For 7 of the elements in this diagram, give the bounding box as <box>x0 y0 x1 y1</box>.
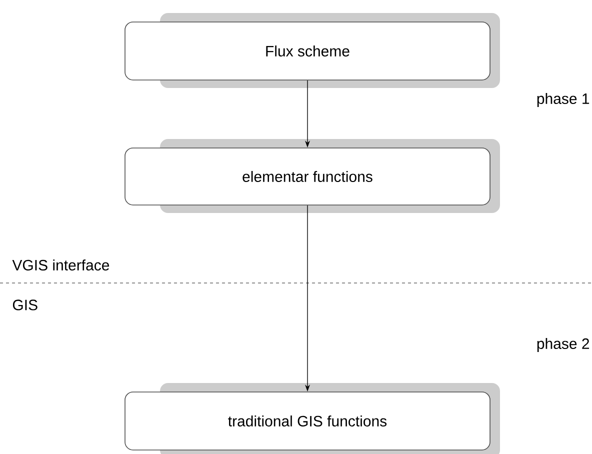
label-text: phase 1 <box>537 93 590 107</box>
process-box: Flux scheme <box>124 13 500 88</box>
label-text: GIS <box>12 300 38 310</box>
label-text: phase 2 <box>537 338 590 352</box>
process-box: traditional GIS functions <box>124 382 500 454</box>
label-text: VGIS interface <box>12 259 110 270</box>
process-box: elementar functions <box>124 139 500 213</box>
